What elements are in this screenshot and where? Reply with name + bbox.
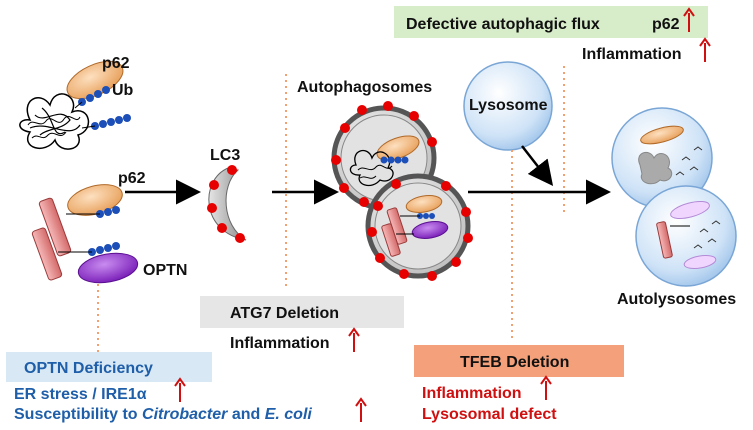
tfeb-lysosomal-defect: Lysosomal defect [422,406,557,423]
optn-title: OPTN Deficiency [24,360,153,377]
tfeb-title: TFEB Deletion [460,354,569,371]
atg7-inflammation: Inflammation [230,335,330,352]
up-arrow-icon [699,37,711,62]
defective-flux-box [394,6,708,38]
label-autophagosomes: Autophagosomes [297,79,432,96]
label-lc3: LC3 [210,147,240,164]
optn-susceptibility: Susceptibility to Citrobacter and E. col… [14,406,312,423]
p62-in-autophagosome [376,135,420,161]
label-ub: Ub [112,82,134,99]
tfeb-inflammation: Inflammation [422,385,522,402]
defective-flux-title: Defective autophagic flux [406,16,600,33]
up-arrow-icon [683,7,695,32]
up-arrow-icon [540,375,552,400]
membrane-receptor-2 [31,227,63,281]
up-arrow-icon [348,327,360,352]
lc3-dots [207,165,245,243]
autolysosome-2 [635,185,737,287]
lysosome [463,61,553,151]
optn-er-stress: ER stress / IRE1α [14,386,147,403]
ubiquitin-chain-mid [88,206,120,256]
up-arrow-icon [174,377,186,402]
lc3-dots-autophagosomes [331,101,473,281]
label-lysosome: Lysosome [469,97,548,114]
cargo-aggregate [349,149,394,187]
label-optn: OPTN [143,262,187,279]
atg7-box [200,296,404,328]
optn-protein [77,252,139,284]
p62-protein-mid [67,184,123,216]
label-p62-top: p62 [102,55,130,72]
defective-flux-inflammation: Inflammation [582,46,682,63]
label-p62-mid: p62 [118,170,146,187]
atg7-title: ATG7 Deletion [230,305,339,322]
tfeb-box [414,345,624,377]
defective-flux-p62: p62 [652,16,680,33]
up-arrow-icon [355,397,367,422]
label-autolysosomes: Autolysosomes [617,291,736,308]
arrow-lysosome-fusion [521,145,554,186]
membrane-receptor-1 [38,197,72,257]
optn-box [6,352,212,382]
ubiquitinated-aggregate [19,93,90,150]
